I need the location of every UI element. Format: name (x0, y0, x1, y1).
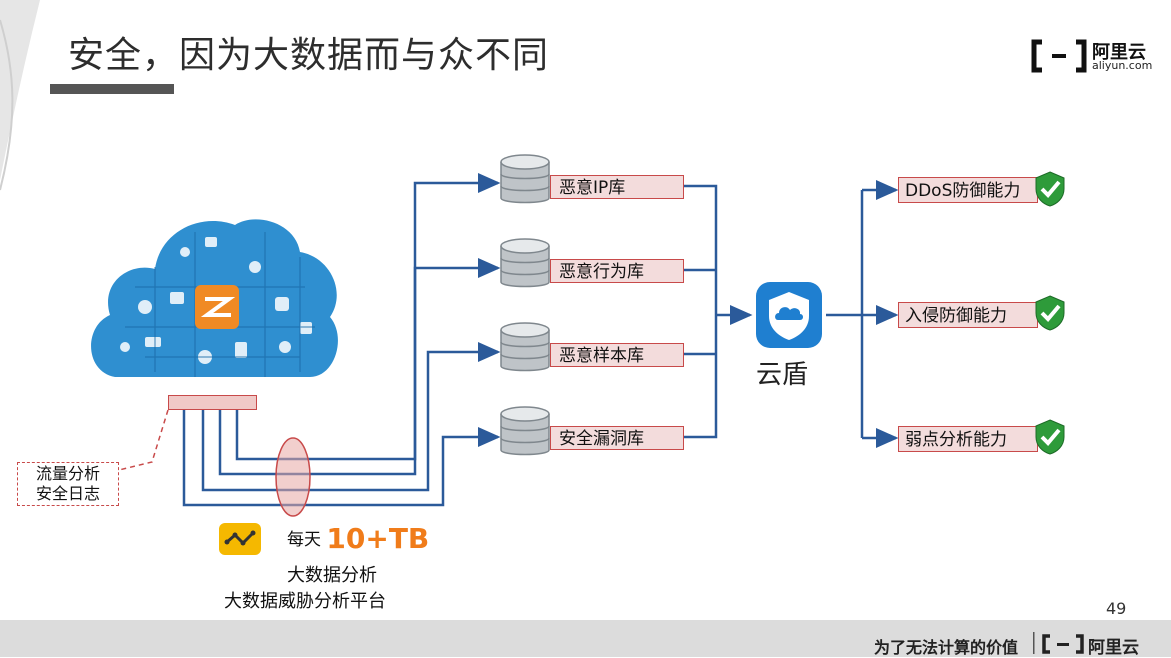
platform-line-1: 大数据分析 (287, 565, 377, 586)
footer-slogan: 为了无法计算的价值 (874, 638, 1019, 657)
aliyun-logo-icon (1031, 39, 1087, 73)
footer-bar (0, 620, 1171, 657)
database-icon (500, 406, 550, 456)
check-shield-icon (1035, 419, 1065, 455)
database-icon (500, 154, 550, 204)
log-type-traffic: 流量分析 (35, 464, 100, 483)
big-data-cloud-icon (91, 219, 338, 377)
title-underline (50, 84, 174, 94)
capability-label: DDoS防御能力 (898, 177, 1038, 203)
logo-url: aliyun.com (1092, 59, 1153, 72)
logo-name: 阿里云 (1092, 42, 1146, 63)
database-icon (500, 322, 550, 372)
footer-logo-icon (1042, 634, 1084, 654)
analytics-chart-icon (219, 523, 261, 555)
database-icon (500, 238, 550, 288)
capability-label: 入侵防御能力 (898, 302, 1038, 328)
corner-swoosh (0, 0, 40, 191)
log-type-security: 安全日志 (35, 484, 100, 503)
footer-brand: 阿里云 (1088, 638, 1139, 658)
database-label: 安全漏洞库 (550, 426, 684, 450)
database-label: 恶意样本库 (550, 343, 684, 367)
bundle-ellipse (275, 437, 311, 517)
cloud-shield-icon (756, 282, 822, 348)
slide-title: 安全，因为大数据而与众不同 (68, 35, 550, 76)
daily-number: 10+TB (326, 522, 430, 555)
check-shield-icon (1035, 171, 1065, 207)
daily-volume: 每天 10+TB (287, 522, 429, 555)
source-bar (168, 395, 257, 410)
log-types-box: 流量分析 安全日志 (17, 462, 119, 506)
daily-prefix: 每天 (287, 530, 321, 550)
page-number: 49 (1106, 599, 1127, 618)
database-label: 恶意IP库 (550, 175, 684, 199)
footer-divider (1033, 632, 1035, 654)
hub-name: 云盾 (756, 360, 809, 390)
check-shield-icon (1035, 295, 1065, 331)
capability-label: 弱点分析能力 (898, 426, 1038, 452)
platform-line-2: 大数据威胁分析平台 (224, 591, 386, 612)
database-label: 恶意行为库 (550, 259, 684, 283)
